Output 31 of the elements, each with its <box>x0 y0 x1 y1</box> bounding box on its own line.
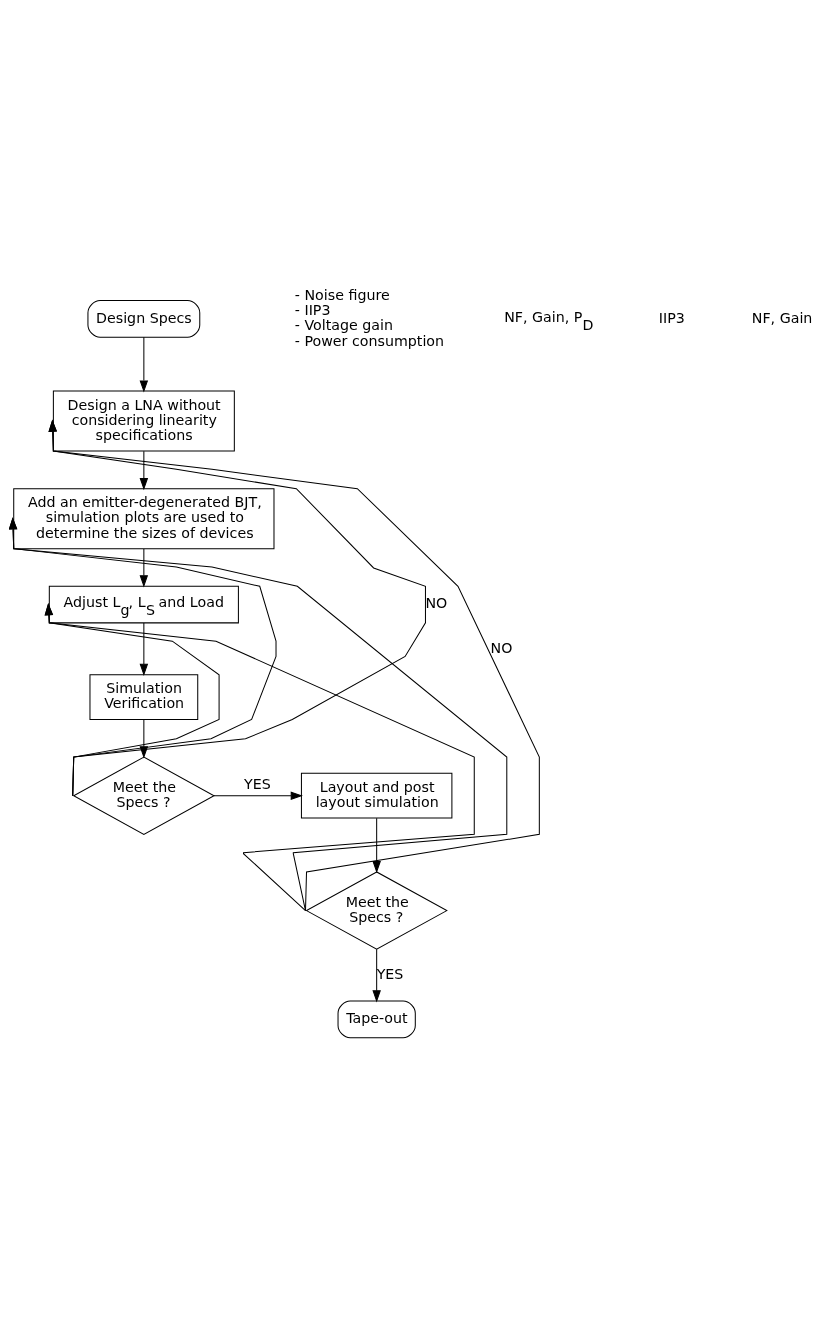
arrow <box>139 622 148 676</box>
arrow <box>213 790 303 800</box>
node-box: Layout and post layout simulation <box>300 772 452 819</box>
node-box: Design a LNA without considering linearity specifications <box>52 390 235 452</box>
node-diamond: Meet the Specs ? <box>304 870 448 950</box>
arrow <box>139 336 148 393</box>
node-box: Tape-out <box>337 1000 416 1038</box>
arrow <box>371 817 381 873</box>
edge-label: NO <box>490 639 512 656</box>
edge-label: YES <box>243 775 271 792</box>
arrow <box>8 516 507 911</box>
node-box: Simulation Verification <box>88 673 198 720</box>
label: IIP3 <box>658 309 685 326</box>
arrow <box>44 602 475 911</box>
arrow <box>47 419 540 911</box>
node-label: - Noise figure <box>294 286 390 303</box>
arrow <box>139 450 148 490</box>
node-box: Design Specs <box>86 299 200 338</box>
node-box: Add an emitter-degenerated BJT, simulation plots are used to determine the sizes of devices <box>12 487 274 549</box>
arrow <box>139 548 148 587</box>
node-label: - IIP3 <box>294 301 330 318</box>
node-label: - Voltage gain <box>294 316 393 333</box>
arrow <box>44 602 220 796</box>
label: NF, Gain <box>751 309 812 326</box>
edge-label: NO <box>424 594 447 611</box>
node-diamond: Meet the Specs ? <box>72 756 215 835</box>
arrow <box>8 516 277 796</box>
node-label: - Power consumption <box>294 332 444 349</box>
arrow <box>371 948 381 1003</box>
arrow <box>47 419 426 796</box>
edge-label: YES <box>376 965 403 982</box>
